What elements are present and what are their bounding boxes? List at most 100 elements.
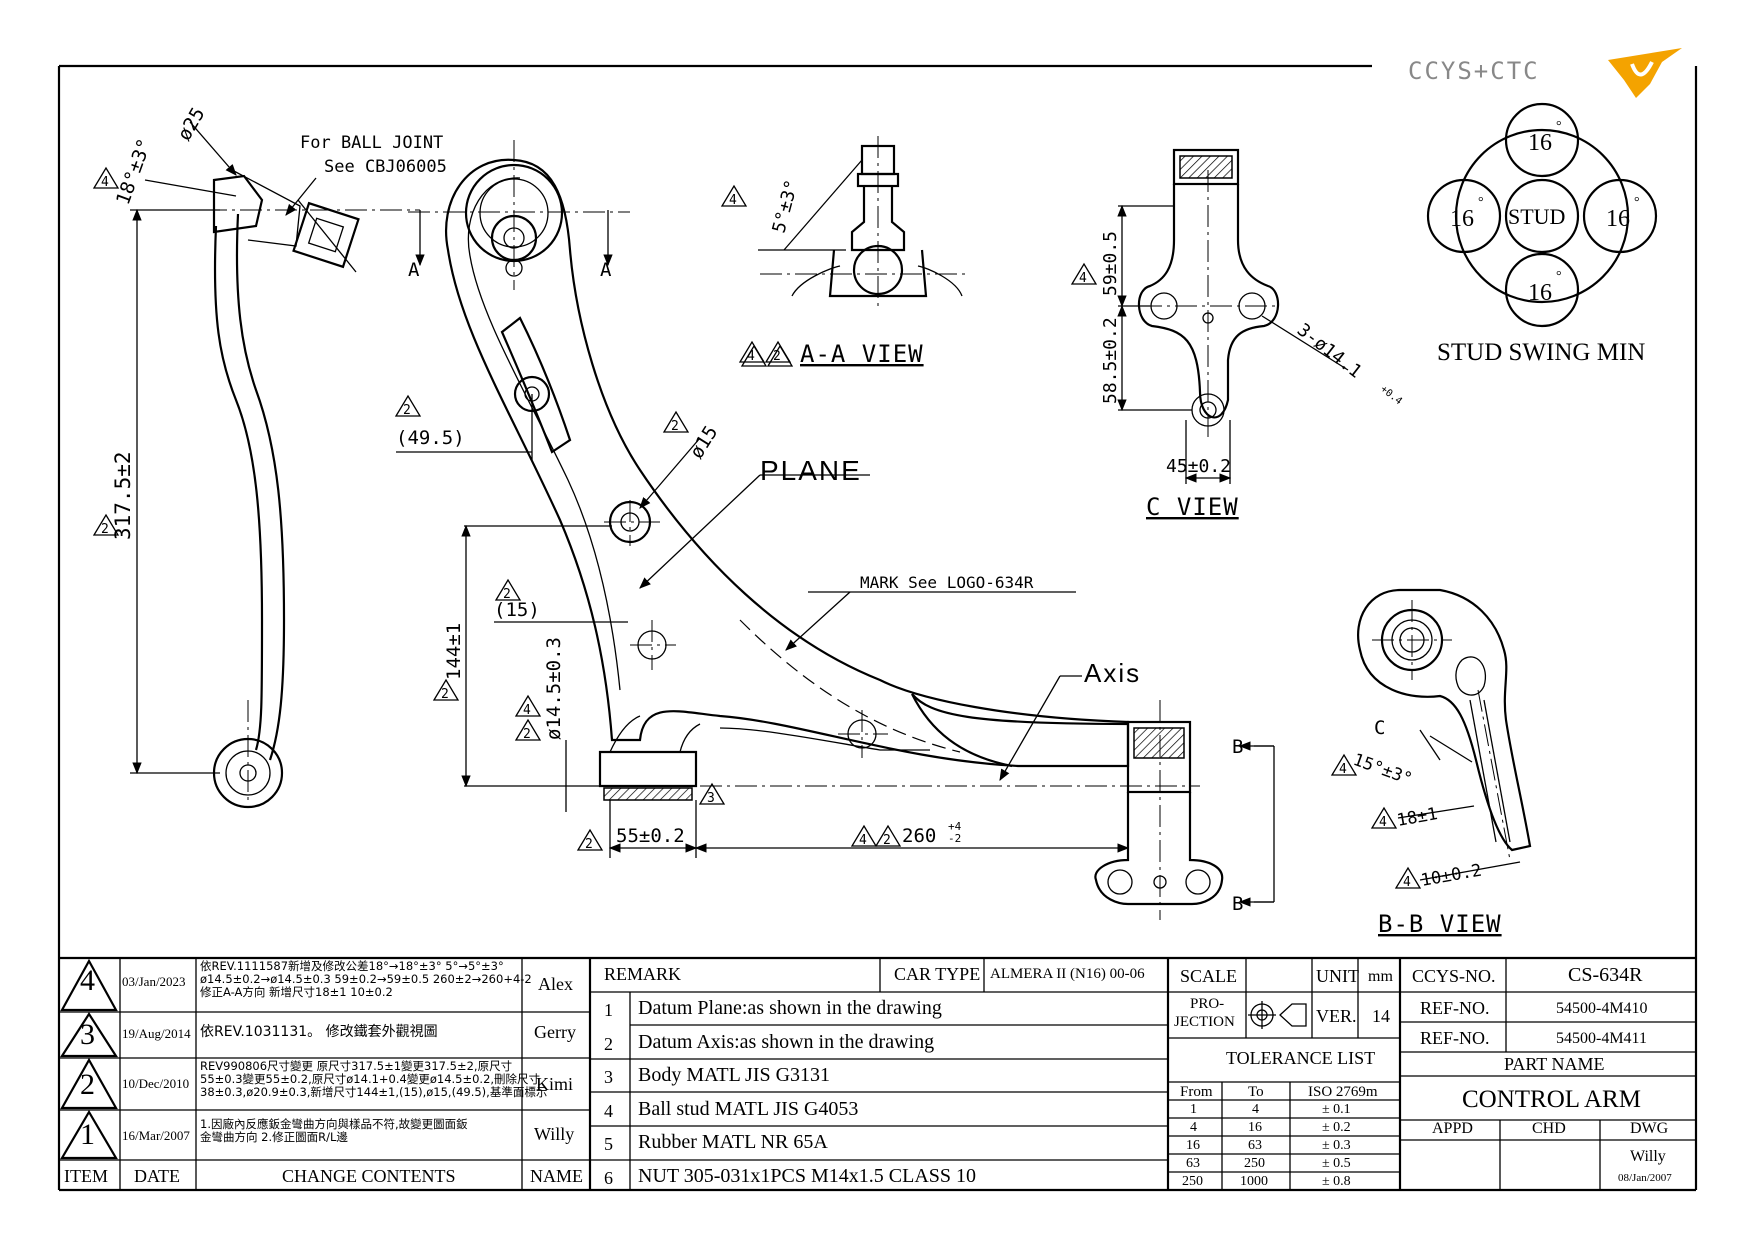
mark-note: MARK See LOGO-634R [860,573,1034,592]
dim-260-tol-bot: -2 [948,832,961,845]
swing-degree-right: ° [1634,195,1640,210]
rev-flag: 2 [514,718,542,742]
rev-number: 1 [80,1118,95,1151]
remark-no: 3 [604,1067,613,1087]
svg-text:4: 4 [523,703,531,718]
rev-flag: 4 [514,694,542,718]
dim-59: 59±0.5 [1100,231,1121,296]
logo-text: CCYS+CTC [1408,57,1540,85]
dim-260-tol-top: +4 [948,820,962,833]
ref-no-label-2: REF-NO. [1420,1028,1490,1048]
dim-angle-15: 15°±3° [1350,750,1415,790]
dwg-date: 08/Jan/2007 [1618,1172,1672,1184]
dim-317: 317.5±2 [111,451,135,540]
rev-change: 依REV.1111587新增及修改公差18°→18°±3° 5°→5°±3°ø1… [200,959,532,999]
unit-label: UNIT [1316,966,1359,986]
swing-bottom: 16 [1528,280,1552,306]
rev-header-item: ITEM [64,1166,108,1186]
rev-name: Alex [538,974,573,994]
chd-label: CHD [1532,1120,1566,1137]
tol-cell: 1 [1190,1102,1197,1117]
svg-text:4: 4 [859,833,867,848]
svg-text:4: 4 [101,175,109,190]
sheet-border [57,64,1698,1192]
rev-flag: 2 [394,394,422,418]
tol-cell: ± 0.1 [1322,1102,1351,1117]
swing-degree-top: ° [1556,119,1562,134]
rev-header-change: CHANGE CONTENTS [282,1166,456,1186]
remark-text: Datum Plane:as shown in the drawing [638,997,942,1019]
rev-flag: 4 [720,184,748,208]
tol-cell: 4 [1190,1120,1197,1135]
rev-number: 4 [80,964,95,997]
rev-name: Willy [534,1124,575,1144]
dim-144: 144±1 [443,623,465,680]
c-view: 59±0.5 58.5±0.2 3-ø14.1 +0.4 45±0.2 C VI… [1100,148,1404,521]
tol-cell: 250 [1182,1174,1203,1189]
swing-right: 16 [1606,206,1630,232]
rev-flag: 4 [1070,262,1098,286]
rev-flag: 2 [874,824,902,848]
remark-no: 1 [604,1000,613,1020]
unit-value: mm [1368,968,1393,985]
swing-degree-bottom: ° [1556,269,1562,284]
bb-view-title: B-B VIEW [1378,910,1502,938]
svg-text:2: 2 [773,349,781,364]
aa-view: 5°±3° A-A VIEW [740,136,968,368]
ccys-no-label: CCYS-NO. [1412,966,1496,986]
remark-title: REMARK [604,964,682,984]
rev-date: 16/Mar/2007 [122,1128,190,1143]
dim-18: 18±1 [1395,804,1439,831]
remark-no: 2 [604,1034,613,1054]
rev-flag: 3 [698,782,726,806]
section-a-left: A [408,259,420,281]
projection-label-2: JECTION [1174,1014,1235,1030]
svg-text:4: 4 [1379,815,1387,830]
side-view [135,169,420,809]
svg-text:2: 2 [403,403,411,418]
rev-flag: 2 [576,828,604,852]
swing-top: 16 [1528,130,1552,156]
section-b-top: B [1232,736,1243,758]
dim-260: 260 [902,825,936,847]
rev-change: 依REV.1031131。 修改鐵套外觀視圖 [200,1024,438,1040]
car-type-label: CAR TYPE [894,964,981,984]
rev-date: 03/Jan/2023 [122,974,186,989]
rev-flag: 2 [764,340,792,364]
stud-swing-title: STUD SWING MIN [1437,339,1645,366]
section-b-bot: B [1232,893,1243,915]
ver-label: VER. [1316,1006,1357,1026]
dim-58-5: 58.5±0.2 [1100,317,1121,404]
part-name-label: PART NAME [1504,1054,1605,1074]
svg-text:2: 2 [585,837,593,852]
rev-flag: 2 [662,410,690,434]
svg-text:4: 4 [1339,762,1347,777]
tol-cell: ± 0.5 [1322,1156,1351,1171]
stud-swing-diagram: 16 16 16 16 ° ° ° ° STUD STUD SWING MIN [1426,102,1658,366]
scale-label: SCALE [1180,966,1238,986]
plane-label: PLANE [760,455,862,486]
rev-flag: 2 [92,513,120,537]
tolerance-title: TOLERANCE LIST [1226,1048,1376,1068]
dim-d14-1-tol: +0.4 [1378,384,1404,408]
dim-55: 55±0.2 [616,825,685,847]
dwg-label: DWG [1630,1120,1669,1137]
aa-view-title: A-A VIEW [800,340,924,368]
tol-cell: 16 [1186,1138,1200,1153]
remark-text: Ball stud MATL JIS G4053 [638,1098,859,1120]
remark-text: Rubber MATL NR 65A [638,1131,828,1153]
rev-change: 1.因廠內反應鈑金彎曲方向與樣品不符,故變更圖面鈑金彎曲方向 2.修正圖面R/L… [200,1117,468,1144]
tol-header-iso: ISO 2769m [1308,1084,1378,1100]
swing-degree-left: ° [1478,195,1484,210]
main-view-dims: A A (49.5) ø15 144±1 (15) ø14.5±0.3 55±0… [396,210,1275,915]
tol-cell: 16 [1248,1120,1262,1135]
dim-angle-5: 5°±3° [769,178,803,236]
dim-angle-18: 18°±3° [112,136,156,208]
ref-no-value-2: 54500-4M411 [1556,1030,1647,1047]
svg-text:2: 2 [101,522,109,537]
tol-cell: 63 [1248,1138,1262,1153]
rev-flag: 4 [1330,753,1358,777]
dwg-name: Willy [1630,1148,1666,1165]
